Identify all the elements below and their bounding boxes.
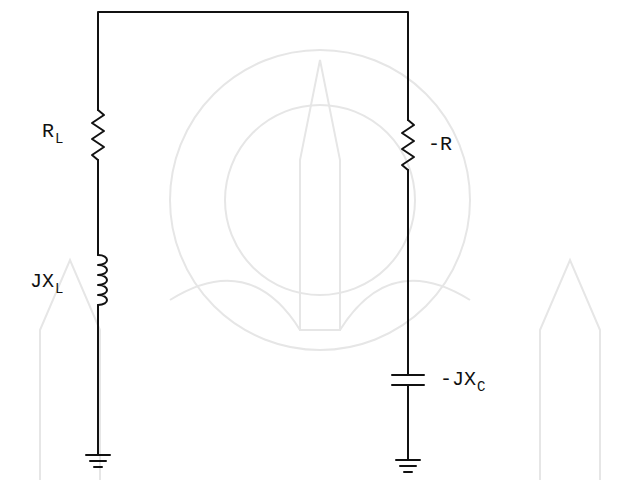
component-label: -R (428, 135, 452, 155)
component-label: -JX (440, 370, 476, 390)
inductor-symbol (98, 255, 107, 305)
subscript-label: L (55, 132, 63, 146)
subscript-label: C (477, 380, 485, 394)
wire (97, 160, 99, 255)
ground-symbol (86, 455, 110, 467)
wire (407, 170, 409, 375)
top-wire (98, 12, 408, 120)
subscript-label: L (55, 282, 63, 296)
component-label: JX (30, 272, 54, 292)
watermark-emblem (40, 50, 600, 480)
capacitor-symbol (392, 375, 424, 385)
resistor-symbol (92, 110, 104, 160)
ground-symbol (396, 460, 420, 472)
resistor-symbol (402, 120, 414, 170)
wire (407, 385, 409, 460)
component-label: R (42, 122, 54, 142)
wire (97, 305, 99, 455)
